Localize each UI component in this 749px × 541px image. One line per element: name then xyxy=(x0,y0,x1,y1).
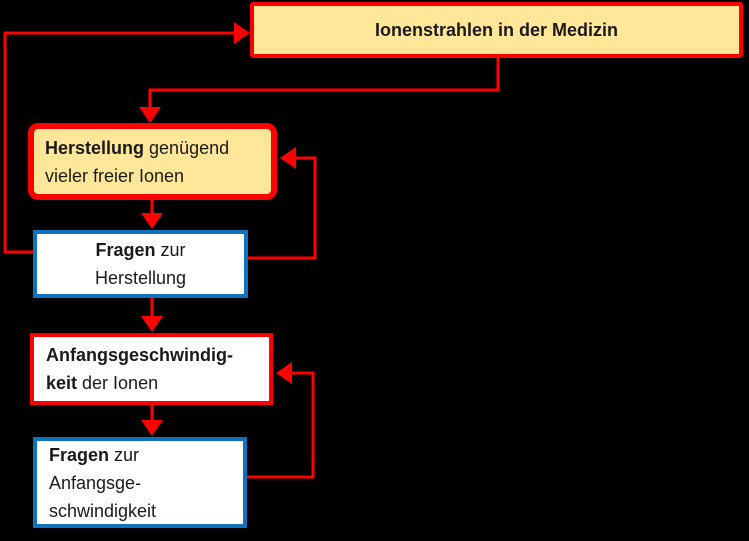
arrow-herstellung-to-fragen xyxy=(141,200,163,229)
node-fragen-anfang-text3: schwindigkeit xyxy=(49,500,157,521)
arrow-anfang-to-fragen2 xyxy=(141,405,163,436)
node-fragen-herstellung: Fragen zur Herstellung xyxy=(33,230,248,298)
arrow-fragen-herstellung-to-title xyxy=(3,22,250,254)
node-ionenstrahlen-medizin: Ionenstrahlen in der Medizin xyxy=(250,2,743,58)
node-anfang-text: der Ionen xyxy=(77,373,159,393)
node-fragen-herstellung-keyword: Fragen xyxy=(95,240,156,260)
node-herstellung: Herstellung genügend vieler freier Ionen xyxy=(28,123,277,200)
node-fragen-herstellung-text2: Herstellung xyxy=(94,268,187,288)
node-fragen-anfangsgeschwindigkeit: Fragen zur Anfangsge- schwindigkeit xyxy=(33,437,247,528)
node-herstellung-text2: vieler freier Ionen xyxy=(45,165,185,186)
node-herstellung-text1: genügend xyxy=(144,137,230,158)
arrow-fragen2-to-anfang-feedback xyxy=(247,362,315,479)
arrow-fragen-to-anfang xyxy=(141,298,163,332)
arrow-fragen-to-herstellung-feedback xyxy=(248,147,317,260)
node-anfang-keyword2: keit xyxy=(46,373,78,393)
node-fragen-herstellung-text1: zur xyxy=(155,240,186,260)
node-fragen-anfang-text1: zur xyxy=(109,444,140,465)
node-fragen-anfang-text2: Anfangsge- xyxy=(49,472,142,493)
node-fragen-anfang-keyword: Fragen xyxy=(49,444,110,465)
node-anfang-keyword1: Anfangsgeschwindig- xyxy=(46,345,234,365)
node-anfangsgeschwindigkeit: Anfangsgeschwindig- keit der Ionen xyxy=(30,333,273,405)
node-herstellung-keyword: Herstellung xyxy=(45,137,145,158)
arrow-title-to-herstellung xyxy=(139,58,500,123)
node-title-text: Ionenstrahlen in der Medizin xyxy=(374,20,619,40)
